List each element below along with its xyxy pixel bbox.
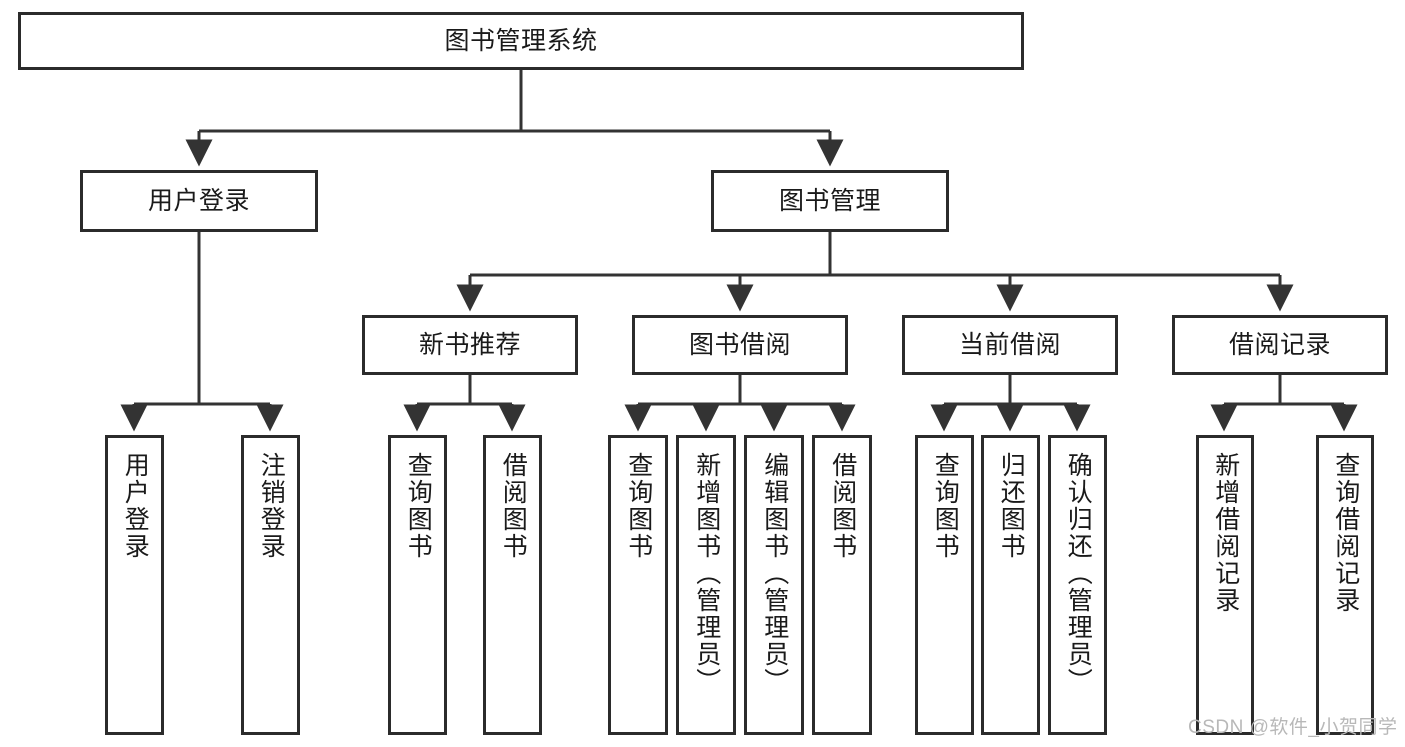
node-book-borrowing[interactable]: 图书借阅	[632, 315, 848, 375]
node-label: 图书管理	[778, 186, 881, 215]
node-label: 注销登录	[257, 452, 286, 560]
node-label: 新增借阅记录	[1211, 452, 1240, 614]
node-label: 图书借阅	[688, 330, 791, 359]
node-label: 用户登录	[147, 186, 250, 215]
node-label: 图书管理系统	[444, 26, 598, 55]
node-label: 用户登录	[121, 452, 150, 560]
node-label: 查询图书	[404, 452, 433, 560]
node-label: 编辑图书（管理员）	[760, 452, 789, 695]
node-current-borrowing[interactable]: 当前借阅	[902, 315, 1118, 375]
leaf-query-borrowing-record[interactable]: 查询借阅记录	[1316, 435, 1374, 735]
leaf-confirm-return-admin[interactable]: 确认归还（管理员）	[1048, 435, 1107, 735]
node-label: 借阅图书	[499, 452, 528, 560]
node-user-login[interactable]: 用户登录	[80, 170, 318, 232]
node-label: 当前借阅	[958, 330, 1061, 359]
leaf-query-books-current[interactable]: 查询图书	[915, 435, 974, 735]
leaf-logout[interactable]: 注销登录	[241, 435, 300, 735]
node-label: 新书推荐	[418, 330, 521, 359]
leaf-borrow-books-borrowing[interactable]: 借阅图书	[812, 435, 872, 735]
leaf-add-borrowing-record[interactable]: 新增借阅记录	[1196, 435, 1254, 735]
leaf-edit-book-admin[interactable]: 编辑图书（管理员）	[744, 435, 804, 735]
node-borrowing-record[interactable]: 借阅记录	[1172, 315, 1388, 375]
node-label: 借阅记录	[1228, 330, 1331, 359]
node-label: 确认归还（管理员）	[1064, 452, 1093, 695]
leaf-return-books[interactable]: 归还图书	[981, 435, 1040, 735]
leaf-query-books-borrowing[interactable]: 查询图书	[608, 435, 668, 735]
node-book-management[interactable]: 图书管理	[711, 170, 949, 232]
node-label: 查询借阅记录	[1331, 452, 1360, 614]
leaf-add-book-admin[interactable]: 新增图书（管理员）	[676, 435, 736, 735]
node-root-library-management-system[interactable]: 图书管理系统	[18, 12, 1024, 70]
leaf-user-login[interactable]: 用户登录	[105, 435, 164, 735]
node-label: 查询图书	[624, 452, 653, 560]
node-new-book-recommendation[interactable]: 新书推荐	[362, 315, 578, 375]
node-label: 借阅图书	[828, 452, 857, 560]
leaf-query-books-new-book[interactable]: 查询图书	[388, 435, 447, 735]
node-label: 新增图书（管理员）	[692, 452, 721, 695]
node-label: 归还图书	[997, 452, 1026, 560]
node-label: 查询图书	[931, 452, 960, 560]
leaf-borrow-books-new-book[interactable]: 借阅图书	[483, 435, 542, 735]
